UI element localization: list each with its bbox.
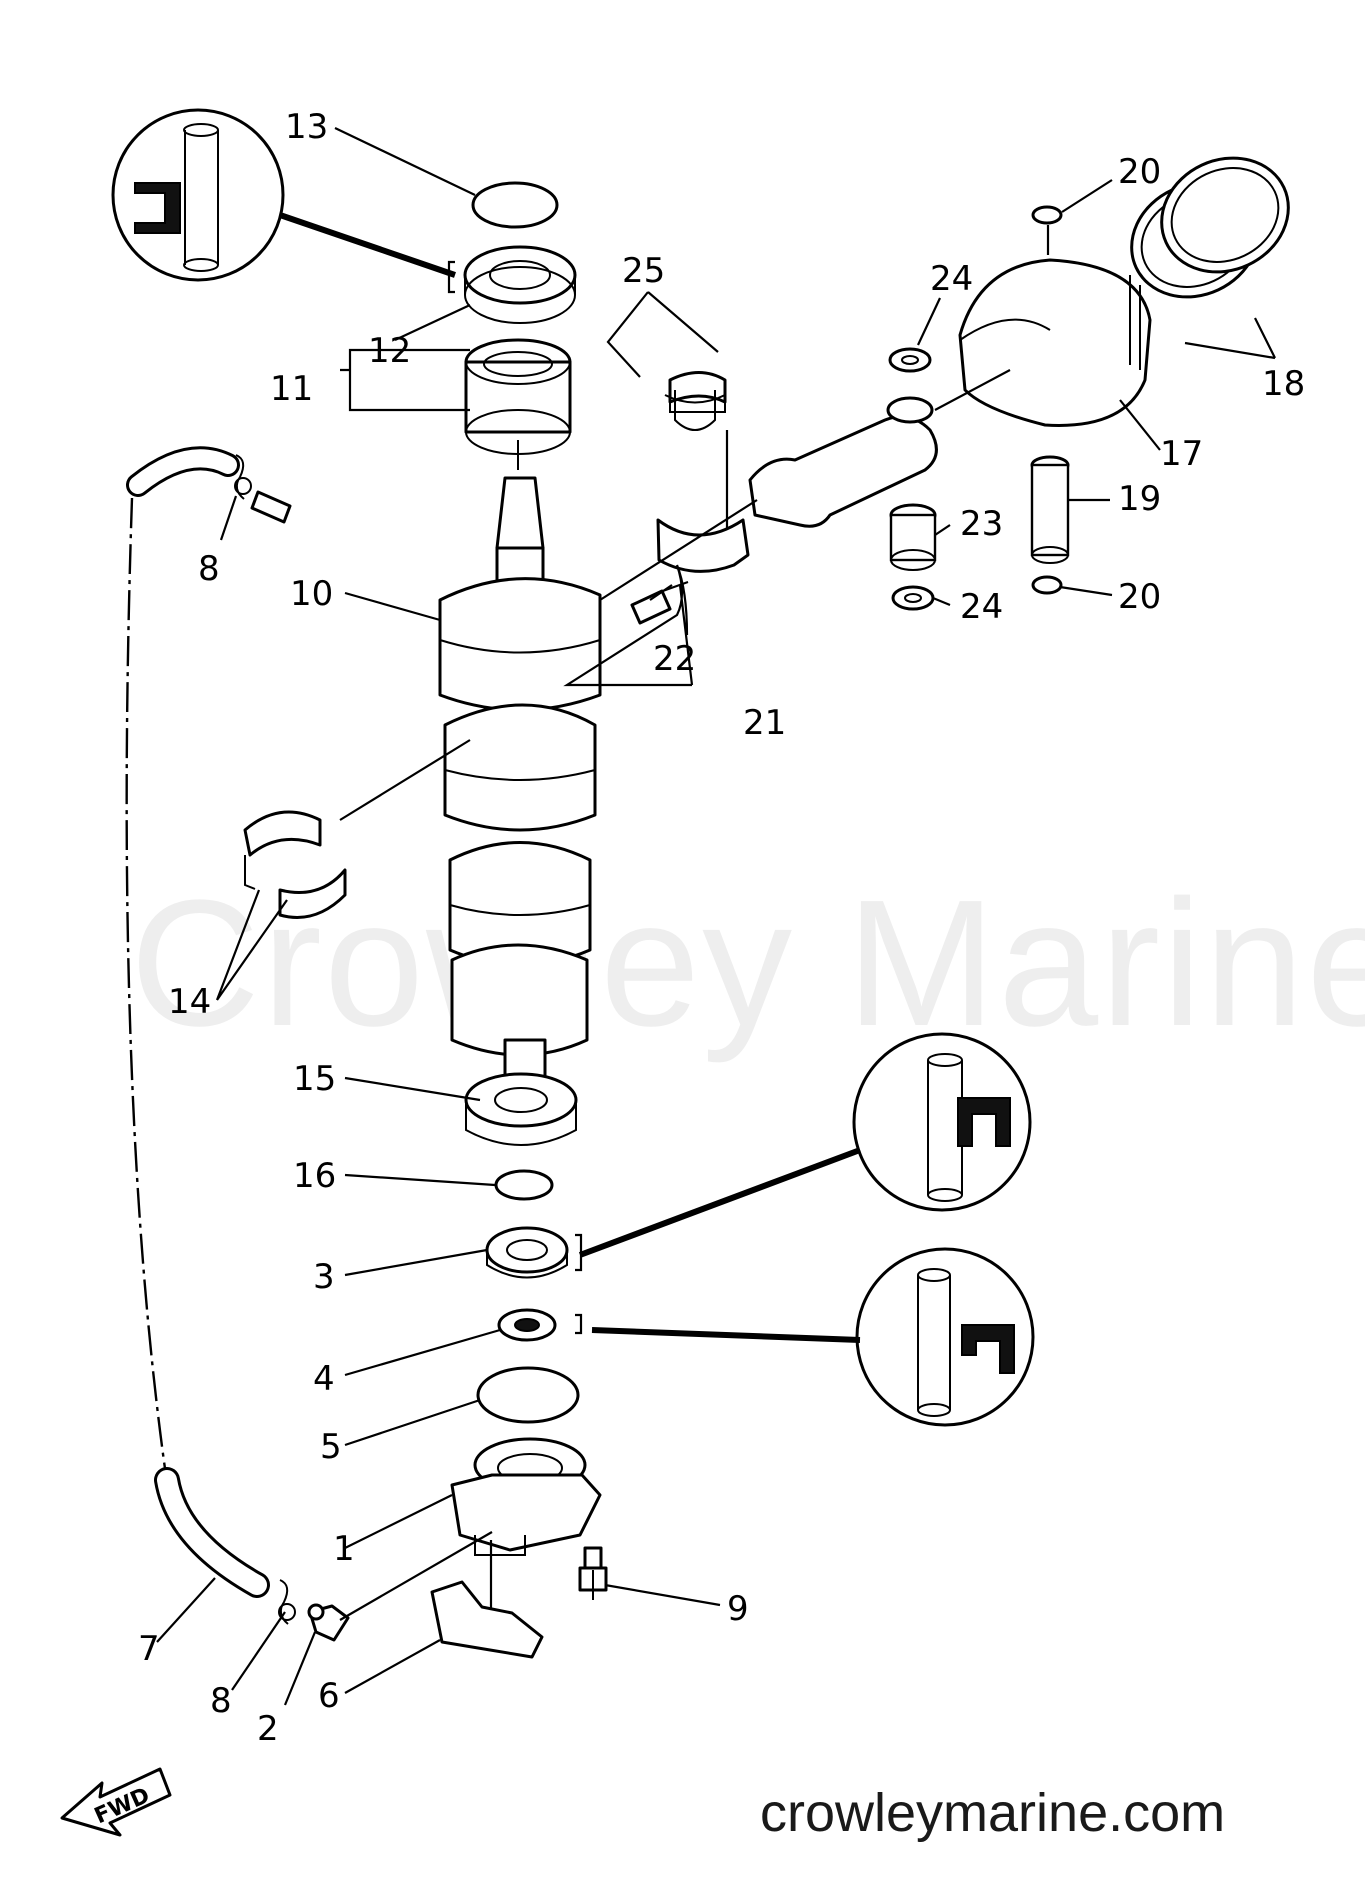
clip-8-lower bbox=[278, 1579, 296, 1625]
o-ring-13 bbox=[471, 181, 559, 229]
forward-arrow-icon: FWD bbox=[60, 1767, 172, 1837]
callout-17: 17 bbox=[1160, 434, 1203, 474]
bearing-15 bbox=[464, 1072, 578, 1146]
callout-12: 12 bbox=[368, 331, 411, 371]
bearing-25 bbox=[664, 371, 727, 431]
piston-17 bbox=[958, 258, 1152, 427]
circlip-20-lower bbox=[1031, 575, 1063, 595]
washer-24-lower bbox=[891, 585, 935, 611]
callout-25: 25 bbox=[622, 251, 665, 291]
callout-labels: 1 2 3 4 5 6 7 8 8 9 10 11 12 13 14 15 16… bbox=[138, 107, 1305, 1749]
fitting-2 bbox=[307, 1603, 350, 1642]
plate-6 bbox=[430, 1580, 544, 1659]
callout-19: 19 bbox=[1118, 479, 1161, 519]
callout-22: 22 bbox=[653, 639, 696, 679]
circlip-16 bbox=[494, 1169, 554, 1201]
seal-detail-inset-top bbox=[111, 108, 456, 282]
seal-detail-inset-low bbox=[591, 1247, 1035, 1427]
callout-20-lower: 20 bbox=[1118, 577, 1161, 617]
crankshaft-10 bbox=[438, 476, 602, 1092]
callout-9: 9 bbox=[727, 1589, 749, 1629]
callout-7: 7 bbox=[138, 1629, 160, 1669]
callout-3: 3 bbox=[313, 1257, 335, 1297]
needle-bearing-23 bbox=[889, 503, 937, 571]
callout-10: 10 bbox=[290, 574, 333, 614]
housing-1 bbox=[450, 1437, 602, 1556]
callout-24-upper: 24 bbox=[930, 259, 973, 299]
callout-24-lower: 24 bbox=[960, 587, 1003, 627]
callout-13: 13 bbox=[285, 107, 328, 147]
site-url-text: crowleymarine.com bbox=[760, 1783, 1226, 1843]
washer-24-upper bbox=[888, 347, 932, 373]
callout-4: 4 bbox=[313, 1359, 335, 1399]
oil-seal-3 bbox=[485, 1226, 569, 1279]
callout-16: 16 bbox=[293, 1156, 336, 1196]
callout-8-upper: 8 bbox=[198, 549, 220, 589]
leader-lines bbox=[156, 127, 1276, 1706]
callout-20-upper: 20 bbox=[1118, 152, 1161, 192]
pin-upper bbox=[250, 490, 292, 524]
piston-pin-19 bbox=[1030, 455, 1070, 564]
callout-23: 23 bbox=[960, 504, 1003, 544]
connecting-rod-cap-21 bbox=[656, 518, 750, 573]
oil-seal-4 bbox=[497, 1308, 557, 1342]
seal-detail-inset-mid bbox=[578, 1032, 1032, 1258]
circlip-20-upper bbox=[1031, 205, 1063, 225]
callout-2: 2 bbox=[257, 1709, 279, 1749]
bearing-14 bbox=[243, 810, 347, 919]
connecting-rod-21 bbox=[748, 396, 938, 528]
callout-14: 14 bbox=[168, 982, 211, 1022]
clip-8-upper bbox=[234, 454, 252, 500]
oil-seal-12 bbox=[463, 245, 577, 324]
callout-21: 21 bbox=[743, 703, 786, 743]
o-ring-5 bbox=[476, 1366, 580, 1424]
callout-15: 15 bbox=[293, 1059, 336, 1099]
callout-18: 18 bbox=[1262, 364, 1305, 404]
callout-6: 6 bbox=[318, 1676, 340, 1716]
piston-rings-18 bbox=[1130, 156, 1290, 299]
bolt-9 bbox=[578, 1546, 608, 1600]
bearing-11 bbox=[464, 338, 572, 470]
callout-5: 5 bbox=[320, 1427, 342, 1467]
callout-11: 11 bbox=[270, 369, 313, 409]
callout-8-lower: 8 bbox=[210, 1681, 232, 1721]
callout-1: 1 bbox=[333, 1529, 355, 1569]
hose-7 bbox=[125, 446, 270, 1598]
